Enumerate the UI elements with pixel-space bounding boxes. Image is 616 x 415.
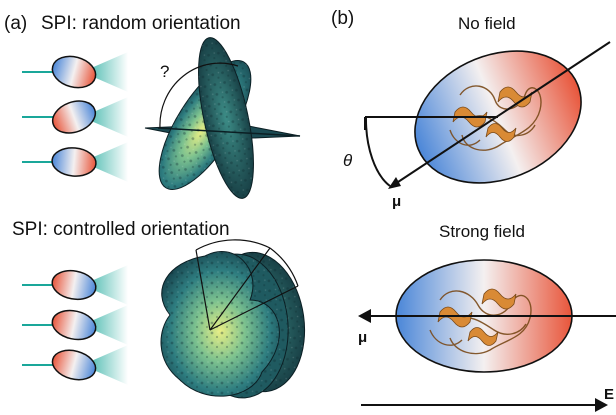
mu-symbol-bottom: μ xyxy=(358,329,367,346)
random-molecule-3 xyxy=(22,142,128,182)
field-symbol: E xyxy=(604,386,614,403)
random-diffraction-planes xyxy=(144,37,301,199)
orientation-arc xyxy=(159,62,239,129)
theta-arc xyxy=(364,116,391,187)
field-arrowhead xyxy=(595,398,608,412)
controlled-molecule-2 xyxy=(22,305,128,345)
controlled-diffraction-planes xyxy=(160,251,306,399)
controlled-molecule-1 xyxy=(22,265,128,305)
random-molecule-1 xyxy=(22,52,128,92)
strong-field-title: Strong field xyxy=(439,222,525,241)
panel-a-label: (a) xyxy=(4,13,27,34)
panel-a-bottom-title: SPI: controlled orientation xyxy=(12,219,230,240)
dipole-arrowhead-bottom xyxy=(358,309,371,323)
panel-a-top-title: SPI: random orientation xyxy=(41,13,241,34)
controlled-angle-lines xyxy=(195,239,299,331)
question-mark: ? xyxy=(160,62,169,81)
panel-b-label: (b) xyxy=(331,8,354,29)
mu-symbol-top: μ xyxy=(392,193,401,210)
no-field-title: No field xyxy=(458,14,516,33)
dipole-axis-line xyxy=(394,41,611,185)
controlled-molecule-3 xyxy=(22,345,128,385)
theta-symbol: θ xyxy=(343,151,353,170)
dipole-arrowhead-top xyxy=(388,177,401,189)
random-molecule-2 xyxy=(22,97,128,137)
